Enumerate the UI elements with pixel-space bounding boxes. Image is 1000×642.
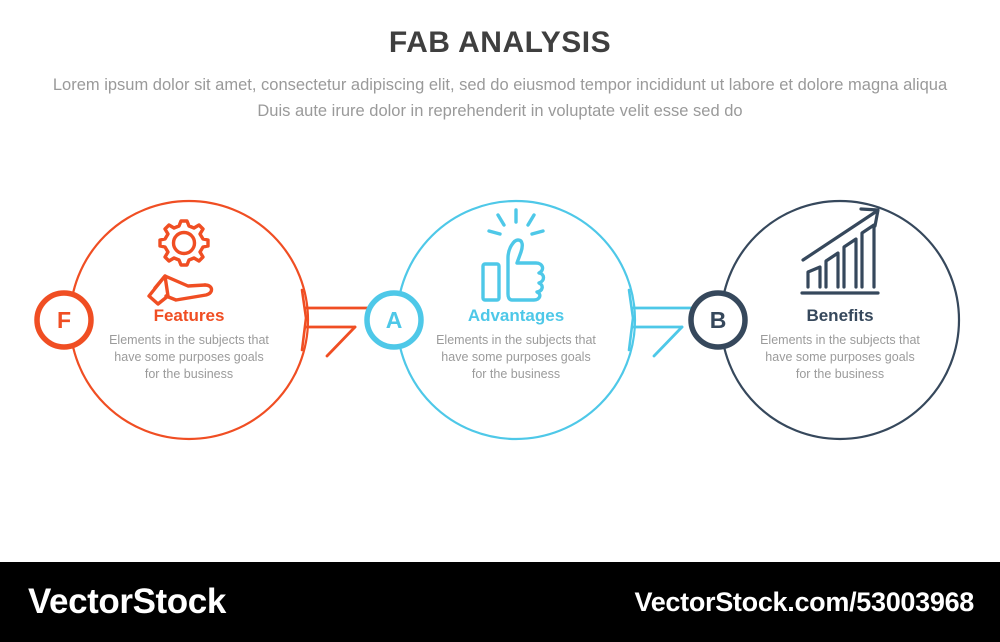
- thumbs-up-icon: [481, 208, 546, 302]
- arrow-features-to-advantages: [300, 288, 369, 358]
- badge-benefits-ring[interactable]: [688, 290, 748, 350]
- arrow-advantages-to-benefits: [627, 288, 696, 358]
- gear-inner: [171, 230, 197, 256]
- node-desc-advantages-line-3: for the business: [471, 367, 561, 381]
- arrow-stem: [627, 288, 635, 352]
- node-title-features: Features: [153, 306, 225, 325]
- badge-advantages[interactable]: A: [364, 290, 424, 350]
- node-desc-advantages-line-1: Elements in the subjects that: [436, 333, 596, 347]
- badge-advantages-ring[interactable]: [364, 290, 424, 350]
- arrow-head: [652, 325, 684, 358]
- page-subtitle-line-1: Lorem ipsum dolor sit amet, consectetur …: [52, 76, 775, 94]
- node-text-benefits: Benefits Elements in the subjects that h…: [725, 306, 955, 383]
- bar-3: [842, 237, 858, 289]
- arrow-head: [325, 325, 357, 358]
- node-desc-benefits-line-1: Elements in the subjects that: [760, 333, 920, 347]
- ray-upper-right: [526, 213, 536, 227]
- node-text-advantages: Advantages Elements in the subjects that…: [401, 306, 631, 383]
- node-desc-benefits-line-3: for the business: [795, 367, 885, 381]
- brand-url: VectorStock.com/53003968: [634, 587, 974, 617]
- arrow-stem: [300, 288, 308, 352]
- trend-arrowhead: [859, 207, 880, 228]
- node-text-features: Features Elements in the subjects that h…: [74, 306, 304, 383]
- node-desc-advantages: Elements in the subjects that have some …: [401, 332, 631, 383]
- page-subtitle: Lorem ipsum dolor sit amet, consectetur …: [45, 60, 955, 124]
- page-subtitle-line-2: et dolore magna aliqua Duis aute irure d…: [257, 76, 948, 120]
- header: FAB ANALYSIS Lorem ipsum dolor sit amet,…: [0, 0, 1000, 140]
- node-desc-features-line-2: have some purposes goals: [114, 350, 264, 364]
- thumb-cuff: [481, 262, 501, 302]
- node-desc-features-line-1: Elements in the subjects that: [109, 333, 269, 347]
- watermark-bar: VectorStock VectorStock.com/53003968: [0, 562, 1000, 642]
- badge-benefits-letter: B: [710, 307, 727, 333]
- badge-advantages-letter: A: [386, 307, 403, 333]
- diagram-svg: F A B: [34, 199, 961, 441]
- bar-4: [860, 223, 876, 289]
- node-desc-advantages-line-2: have some purposes goals: [441, 350, 591, 364]
- hand-palm: [164, 283, 214, 302]
- ray-right: [530, 229, 545, 236]
- badge-benefits[interactable]: B: [688, 290, 748, 350]
- bar-1: [806, 265, 822, 289]
- node-title-advantages: Advantages: [467, 306, 565, 325]
- thumb-shape: [506, 238, 546, 302]
- node-desc-benefits: Elements in the subjects that have some …: [725, 332, 955, 383]
- ray-upper-left: [496, 213, 506, 227]
- node-desc-benefits-line-2: have some purposes goals: [765, 350, 915, 364]
- brand-wordmark: VectorStock: [28, 582, 226, 621]
- hand-wrist: [147, 274, 170, 306]
- badge-features-letter: F: [57, 307, 71, 333]
- page-title: FAB ANALYSIS: [388, 26, 612, 59]
- gear-outer: [158, 219, 210, 267]
- badge-features[interactable]: F: [34, 290, 94, 350]
- bar-2: [824, 251, 840, 289]
- trend-line: [801, 209, 879, 262]
- node-desc-features-line-3: for the business: [144, 367, 234, 381]
- badge-features-ring[interactable]: [34, 290, 94, 350]
- fab-diagram: F A B: [0, 160, 1000, 490]
- gear-in-hand-icon: [147, 219, 214, 306]
- ray-left: [487, 229, 502, 236]
- growth-bar-chart-icon: [800, 207, 880, 295]
- node-title-benefits: Benefits: [806, 306, 874, 325]
- node-desc-features: Elements in the subjects that have some …: [74, 332, 304, 383]
